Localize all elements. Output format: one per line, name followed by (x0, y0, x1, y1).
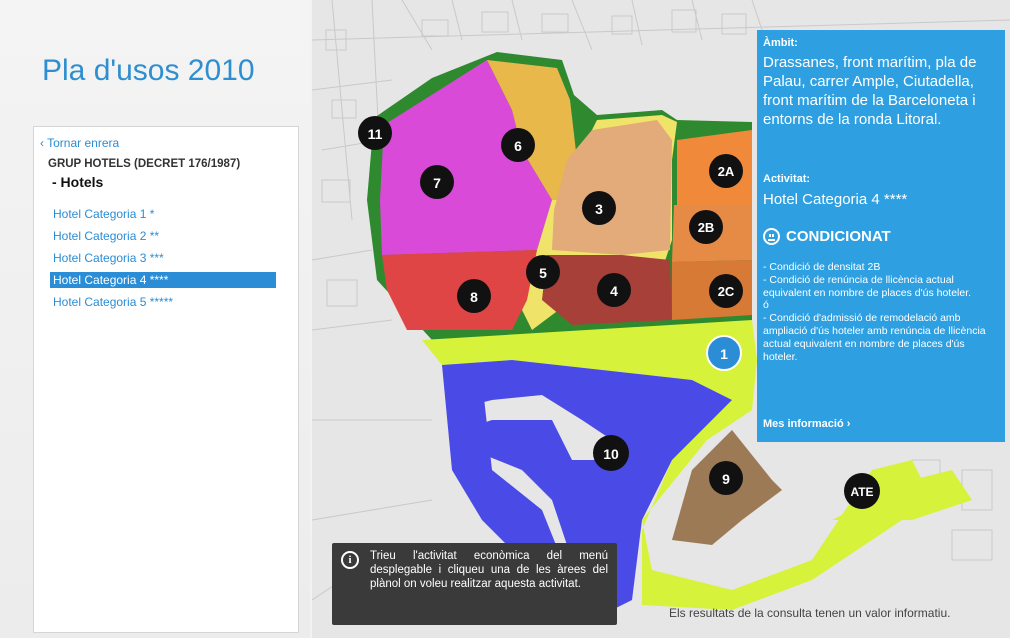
category-item[interactable]: Hotel Categoria 3 *** (53, 251, 164, 265)
disclaimer: Els resultats de la consulta tenen un va… (669, 606, 951, 620)
chevron-left-icon: ‹ (40, 136, 44, 150)
category-item[interactable]: Hotel Categoria 1 * (53, 207, 155, 221)
category-item[interactable]: Hotel Categoria 5 ***** (53, 295, 174, 309)
pin-4[interactable]: 4 (597, 273, 631, 307)
category-item[interactable]: Hotel Categoria 2 ** (53, 229, 160, 243)
pin-11[interactable]: 11 (358, 116, 392, 150)
zone-1-area[interactable] (422, 320, 932, 610)
pin-6[interactable]: 6 (501, 128, 535, 162)
category-item-selected[interactable]: Hotel Categoria 4 **** (50, 272, 276, 288)
activitat-label: Activitat: (763, 173, 811, 185)
pin-label: 2B (698, 220, 715, 235)
condition-item: ó (763, 299, 769, 312)
status: CONDICIONAT (763, 228, 891, 245)
pin-10[interactable]: 10 (593, 435, 629, 471)
chevron-right-icon: › (846, 418, 851, 430)
app-title: Pla d'usos 2010 (42, 54, 255, 87)
pin-label: 7 (433, 175, 441, 191)
ambit-text: Drassanes, front marítim, pla de Palau, … (763, 54, 977, 128)
pin-label: 2A (718, 164, 735, 179)
pin-7[interactable]: 7 (420, 165, 454, 199)
conditions-list: - Condició de densitat 2B - Condició de … (763, 261, 1001, 363)
pin-label: 5 (539, 265, 547, 281)
help-tooltip: i Trieu l'activitat econòmica del menú d… (332, 543, 617, 625)
group-title: GRUP HOTELS (DECRET 176/1987) (48, 158, 241, 170)
pin-label: 11 (368, 126, 383, 142)
pin-label: 10 (603, 446, 619, 462)
pin-5[interactable]: 5 (526, 255, 560, 289)
zone-3-area[interactable] (552, 120, 672, 255)
activitat-text: Hotel Categoria 4 **** (763, 191, 908, 208)
group-subtitle: - Hotels (52, 174, 104, 190)
condition-item: - Condició de densitat 2B (763, 261, 881, 273)
back-link[interactable]: ‹ Tornar enrera (40, 136, 119, 150)
pin-label: ATE (850, 485, 873, 499)
zone-10-area[interactable] (442, 360, 732, 620)
pin-9[interactable]: 9 (709, 461, 743, 495)
condition-item: - Condició d'admissió de remodelació amb… (763, 312, 986, 363)
pin-2c[interactable]: 2C (709, 274, 743, 308)
info-panel: Àmbit: Drassanes, front marítim, pla de … (757, 30, 1005, 442)
sidebar: Pla d'usos 2010 ‹ Tornar enrera GRUP HOT… (0, 0, 310, 638)
pin-3[interactable]: 3 (582, 191, 616, 225)
help-text: Trieu l'activitat econòmica del menú des… (370, 550, 608, 590)
pin-2a[interactable]: 2A (709, 154, 743, 188)
pin-label: 3 (595, 201, 603, 217)
zone-10-pier (442, 365, 562, 560)
condition-item: - Condició de renúncia de llicència actu… (763, 273, 972, 299)
info-icon: i (341, 551, 359, 569)
more-info-label: Mes informació (763, 418, 844, 430)
zone-6-area[interactable] (487, 60, 577, 200)
pin-label: 2C (718, 284, 735, 299)
more-info-link[interactable]: Mes informació › (763, 418, 850, 430)
pin-2b[interactable]: 2B (689, 210, 723, 244)
pin-ate[interactable]: ATE (844, 473, 880, 509)
ambit-label: Àmbit: (763, 37, 798, 49)
pin-label: 9 (722, 471, 730, 487)
back-link-label: Tornar enrera (47, 136, 120, 150)
zone-7-area[interactable] (380, 60, 552, 255)
pin-label: 1 (720, 346, 728, 362)
category-list: Hotel Categoria 1 * Hotel Categoria 2 **… (50, 203, 276, 313)
neutral-face-icon (763, 228, 780, 245)
pin-label: 4 (610, 283, 618, 299)
category-panel: ‹ Tornar enrera GRUP HOTELS (DECRET 176/… (33, 126, 299, 633)
pin-label: 8 (470, 289, 478, 305)
pin-1[interactable]: 1 (706, 335, 742, 371)
pin-label: 6 (514, 138, 522, 154)
pin-8[interactable]: 8 (457, 279, 491, 313)
status-label: CONDICIONAT (786, 228, 891, 245)
